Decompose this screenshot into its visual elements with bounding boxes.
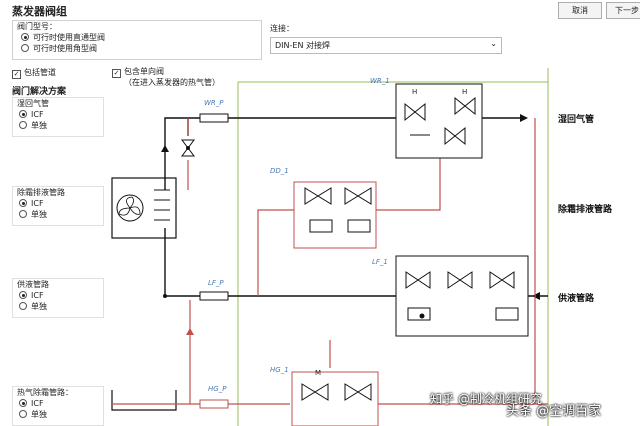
valve-letter-h: H: [462, 88, 468, 96]
tag-hg-1: HG_1: [270, 366, 289, 374]
next-button[interactable]: 下一步: [606, 2, 640, 19]
valve-station-lf1: [395, 255, 529, 337]
radio-icon[interactable]: [19, 291, 27, 299]
tag-hg-p: HG_P: [208, 385, 227, 393]
valve-letter-h: H: [412, 88, 418, 96]
arrow-left-icon: [532, 292, 540, 300]
pipe-fittings: [199, 113, 229, 409]
flow-arrow-red: [186, 328, 194, 335]
valve-station-hg1: [291, 371, 379, 426]
radio-icon[interactable]: [19, 110, 27, 118]
connection-label: 连接：: [270, 24, 294, 33]
option-icf[interactable]: ICF: [13, 198, 103, 209]
window-title: 蒸发器阀组: [12, 5, 67, 18]
radio-icon[interactable]: [19, 410, 27, 418]
include-check-valve-checkbox[interactable]: ✓包含单向阀（在进入蒸发器的热气管）: [112, 67, 220, 87]
valve-station-dd1: [293, 181, 377, 249]
option-single[interactable]: 单独: [13, 409, 103, 420]
radio-icon[interactable]: [21, 33, 29, 41]
include-pipes-checkbox[interactable]: ✓包括管道: [12, 68, 56, 79]
radio-icon[interactable]: [19, 302, 27, 310]
label-liquid-feed: 供液管路: [558, 294, 595, 304]
label-defrost-drain: 除霜排液管路: [558, 205, 613, 215]
option-icf[interactable]: ICF: [13, 109, 103, 120]
solenoid-valve: [181, 139, 195, 157]
cancel-button[interactable]: 取消: [558, 2, 602, 19]
option-icf[interactable]: ICF: [13, 398, 103, 409]
radio-icon[interactable]: [21, 44, 29, 52]
tag-dd-1: DD_1: [270, 167, 289, 175]
tag-wr-p: WR_P: [204, 99, 224, 107]
evaporator-unit: [111, 177, 177, 239]
connection-value: DIN-EN 对接焊: [275, 41, 330, 50]
option-single[interactable]: 单独: [13, 209, 103, 220]
radio-icon[interactable]: [19, 121, 27, 129]
radio-icon[interactable]: [19, 210, 27, 218]
radio-icon[interactable]: [19, 199, 27, 207]
watermark-zhihu: 知乎 @制冷机组研究: [430, 392, 542, 406]
group-wet-return: 湿回气管 ICF 单独: [12, 97, 104, 137]
checkmark-icon[interactable]: ✓: [12, 70, 21, 79]
valve-type-panel: 阀门型号： 可行时使用直通型阀 可行时使用角型阀: [12, 20, 262, 60]
valve-station-wr1: [395, 83, 483, 159]
watermark-toutiao: 头条 @空调百家: [506, 404, 602, 419]
group-liquid-feed: 供液管路 ICF 单独: [12, 278, 104, 318]
tag-wr-1: WR_1: [370, 77, 390, 85]
drain-tray: [111, 390, 177, 411]
connection-select[interactable]: DIN-EN 对接焊 ⌄: [270, 37, 502, 54]
group-defrost-drain: 除霜排液管路 ICF 单独: [12, 186, 104, 226]
option-icf[interactable]: ICF: [13, 290, 103, 301]
valve-type-option-angle[interactable]: 可行时使用角型阀: [13, 43, 261, 54]
valve-type-option-straight[interactable]: 可行时使用直通型阀: [13, 32, 261, 43]
junction-dot: [163, 294, 167, 298]
arrow-right-icon: [520, 114, 528, 122]
solution-title: 阀门解决方案: [12, 87, 67, 97]
tag-lf-1: LF_1: [372, 258, 388, 266]
valve-type-label: 阀门型号：: [17, 22, 57, 31]
radio-icon[interactable]: [19, 399, 27, 407]
option-single[interactable]: 单独: [13, 120, 103, 131]
flow-arrow: [161, 145, 169, 152]
option-single[interactable]: 单独: [13, 301, 103, 312]
label-wet-return: 湿回气管: [558, 115, 595, 125]
tag-lf-p: LF_P: [208, 279, 224, 287]
valve-letter-m: M: [315, 369, 322, 377]
chevron-down-icon: ⌄: [490, 39, 497, 48]
